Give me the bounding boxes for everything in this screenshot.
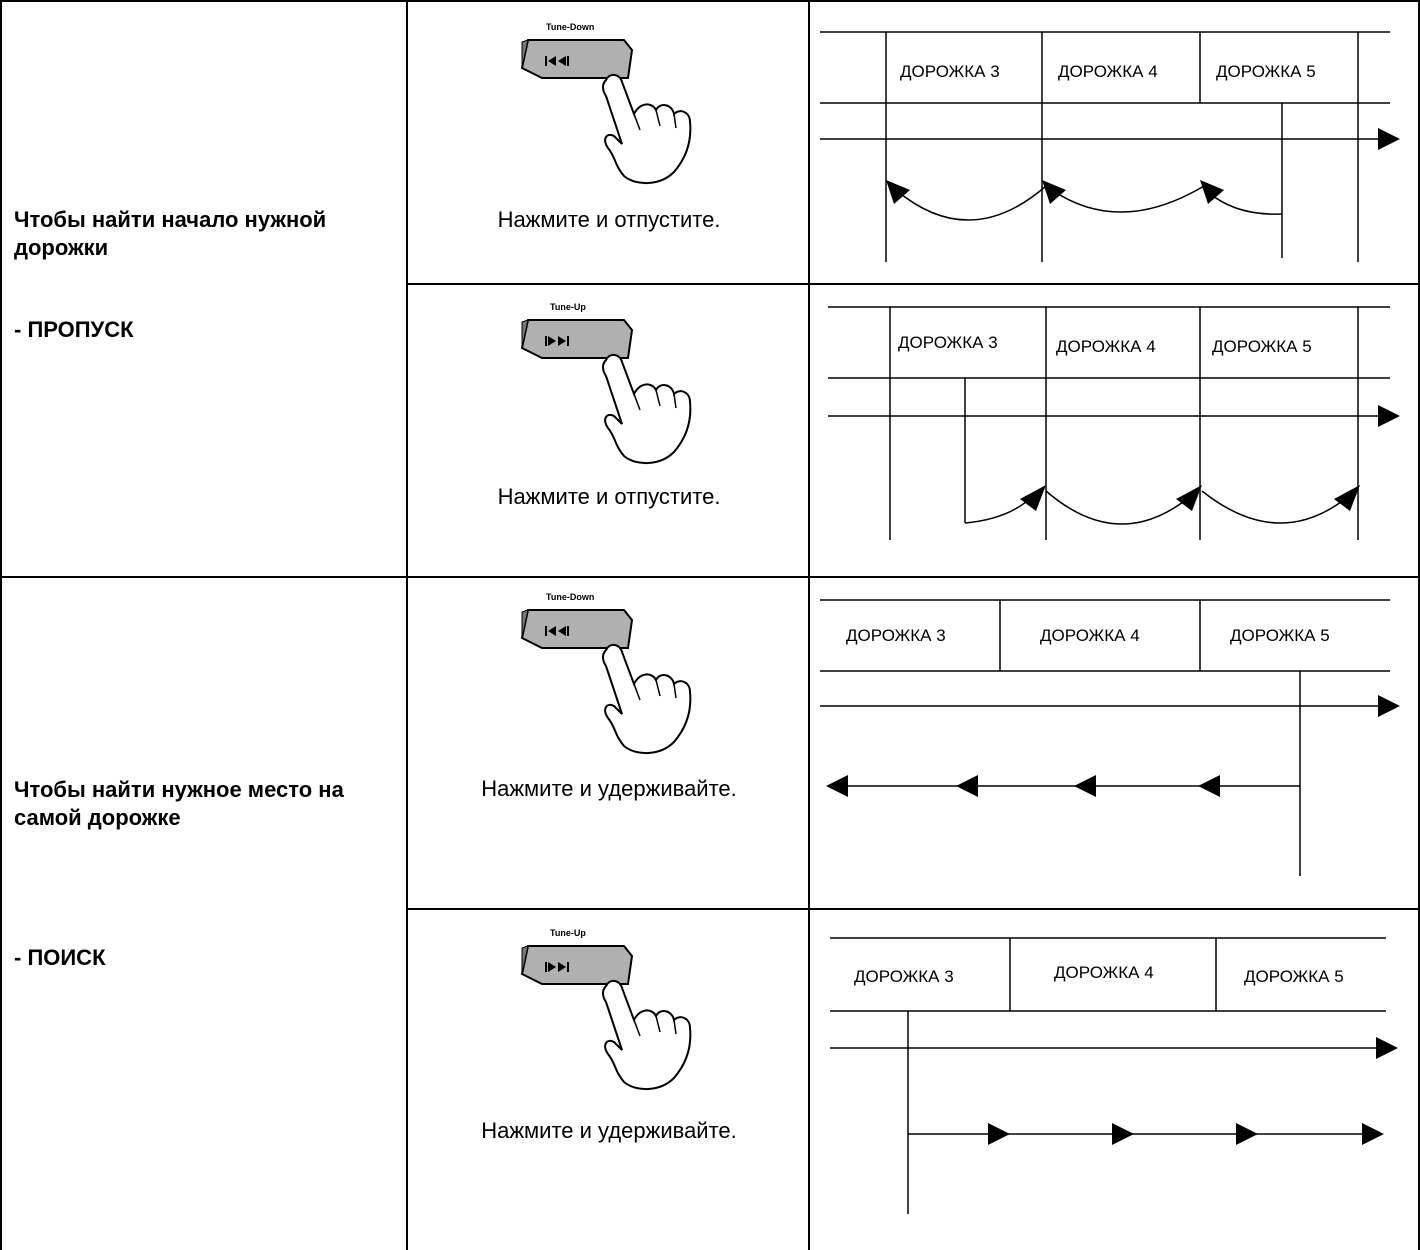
button-label: Tune-Down xyxy=(546,22,594,32)
track-label: ДОРОЖКА 5 xyxy=(1216,62,1316,81)
arrow-right-icon xyxy=(1378,405,1400,427)
arrow-right-icon xyxy=(1020,485,1046,511)
table-border-top xyxy=(0,0,1420,2)
button-label: Tune-Up xyxy=(550,928,586,938)
hand-press-icon xyxy=(602,74,692,184)
arrow-right-icon xyxy=(1362,1123,1384,1145)
table-border-left xyxy=(0,0,2,1250)
hand-press-icon xyxy=(602,980,692,1090)
row-divider xyxy=(406,283,1420,285)
column-divider xyxy=(406,0,408,1250)
arrow-left-icon xyxy=(826,775,848,797)
tune-down-button-illustration: Tune-Down xyxy=(520,22,692,184)
hand-press-icon xyxy=(602,354,692,464)
arrow-right-icon xyxy=(1334,485,1360,511)
tune-up-button-illustration: Tune-Up xyxy=(520,928,692,1090)
track-label: ДОРОЖКА 3 xyxy=(898,333,998,352)
track-label: ДОРОЖКА 3 xyxy=(854,967,954,986)
next-track-icon xyxy=(545,962,569,972)
arrow-right-icon xyxy=(1236,1123,1258,1145)
row-divider xyxy=(406,908,1420,910)
tune-down-button-illustration: Tune-Down xyxy=(520,592,692,754)
track-label: ДОРОЖКА 3 xyxy=(900,62,1000,81)
arrow-left-icon xyxy=(956,775,978,797)
hand-press-icon xyxy=(602,644,692,754)
column-divider xyxy=(808,0,810,1250)
track-label: ДОРОЖКА 5 xyxy=(1212,337,1312,356)
table-border-right xyxy=(1418,0,1420,1250)
track-label: ДОРОЖКА 4 xyxy=(1058,62,1158,81)
section-title: Чтобы найти начало нужной дорожки xyxy=(14,207,327,260)
skip-forward-diagram: ДОРОЖКА 3 ДОРОЖКА 4 ДОРОЖКА 5 xyxy=(828,306,1400,540)
arrow-right-icon xyxy=(1378,695,1400,717)
section-title: Чтобы найти нужное место на самой дорожк… xyxy=(14,777,344,830)
arrow-left-icon xyxy=(1200,180,1224,204)
track-label: ДОРОЖКА 4 xyxy=(1056,337,1156,356)
arrow-left-icon xyxy=(1198,775,1220,797)
track-label: ДОРОЖКА 5 xyxy=(1244,967,1344,986)
arrow-left-icon xyxy=(886,180,910,204)
arrow-right-icon xyxy=(1112,1123,1134,1145)
arrow-right-icon xyxy=(1378,128,1400,150)
section-mode: - ПОИСК xyxy=(14,945,106,970)
button-label: Tune-Up xyxy=(550,302,586,312)
button-label: Tune-Down xyxy=(546,592,594,602)
search-forward-diagram: ДОРОЖКА 3 ДОРОЖКА 4 ДОРОЖКА 5 xyxy=(830,937,1398,1214)
instruction-caption: Нажмите и удерживайте. xyxy=(481,1118,737,1143)
track-label: ДОРОЖКА 4 xyxy=(1054,963,1154,982)
arrow-right-icon xyxy=(1176,485,1202,511)
tune-up-button-illustration: Tune-Up xyxy=(520,302,692,464)
previous-track-icon xyxy=(545,56,569,66)
next-track-icon xyxy=(545,336,569,346)
track-label: ДОРОЖКА 4 xyxy=(1040,626,1140,645)
track-label: ДОРОЖКА 3 xyxy=(846,626,946,645)
previous-track-icon xyxy=(545,626,569,636)
arrow-right-icon xyxy=(1376,1037,1398,1059)
instruction-caption: Нажмите и отпустите. xyxy=(497,207,721,232)
arrow-right-icon xyxy=(988,1123,1010,1145)
section-mode: - ПРОПУСК xyxy=(14,317,134,342)
skip-back-diagram: ДОРОЖКА 3 ДОРОЖКА 4 ДОРОЖКА 5 xyxy=(820,31,1400,262)
arrow-left-icon xyxy=(1074,775,1096,797)
instruction-caption: Нажмите и отпустите. xyxy=(497,484,721,509)
instruction-caption: Нажмите и удерживайте. xyxy=(481,776,737,801)
search-back-diagram: ДОРОЖКА 3 ДОРОЖКА 4 ДОРОЖКА 5 xyxy=(820,599,1400,876)
section-divider xyxy=(0,576,1420,578)
track-label: ДОРОЖКА 5 xyxy=(1230,626,1330,645)
arrow-left-icon xyxy=(1042,180,1066,204)
